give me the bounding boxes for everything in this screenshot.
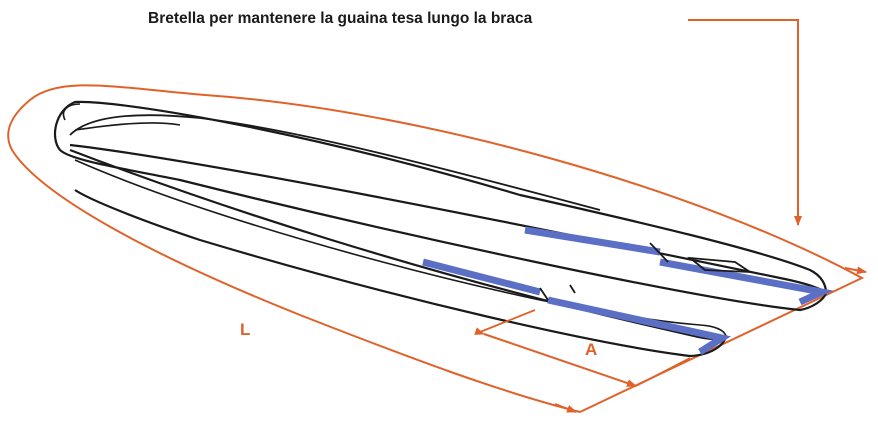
strap-eye-fold <box>62 103 181 131</box>
dimension-label-l: L <box>240 320 251 339</box>
sheath-band-lower <box>422 258 732 355</box>
sheath-strap-caption: Bretella per mantenere la guaina tesa lu… <box>148 10 533 27</box>
strap-inner-loop <box>69 114 601 211</box>
outer-strap-loop <box>53 100 828 312</box>
dimension-a-line <box>474 327 637 387</box>
dimension-l-arrow-top <box>844 266 867 275</box>
inner-strap-edge <box>74 159 727 337</box>
sling-envelope-outline <box>7 84 865 413</box>
dimension-a-extension-end <box>635 357 691 387</box>
inner-strap-leg <box>69 148 728 358</box>
sheath-band-upper <box>524 226 834 306</box>
retaining-strap <box>539 242 754 301</box>
dimension-label-a: A <box>585 340 598 359</box>
caption-leader-arrow <box>688 19 802 226</box>
dimension-a-extension <box>479 309 536 333</box>
dimension-l-arrow-bottom <box>554 403 577 413</box>
